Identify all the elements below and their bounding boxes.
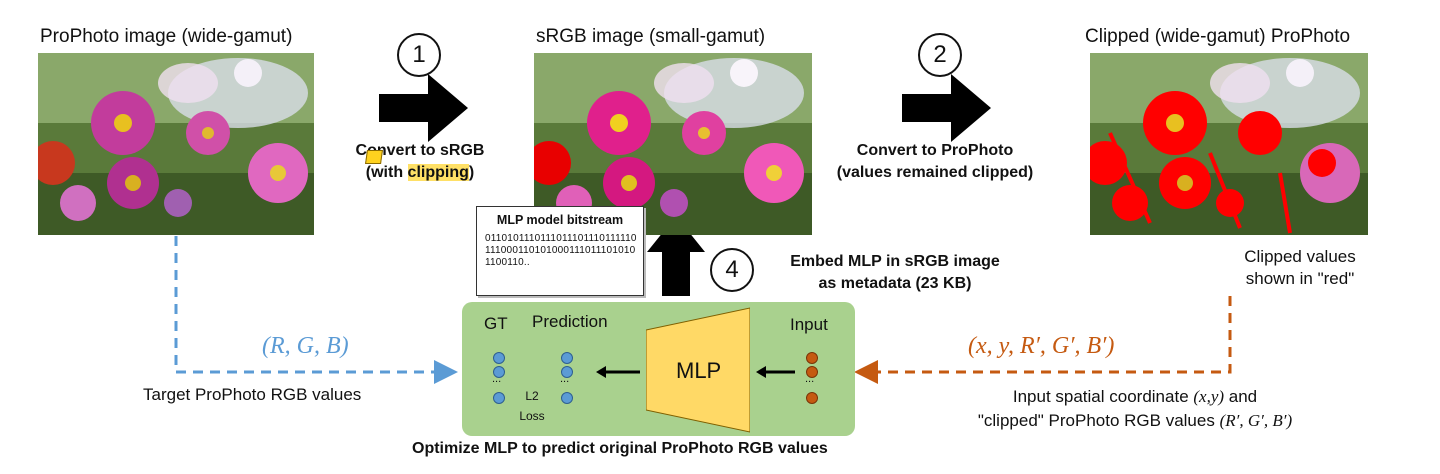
target-connector (174, 236, 458, 384)
input-label-line2: "clipped" ProPhoto RGB values (R′, G′, B… (977, 411, 1293, 430)
srgb-image (534, 53, 812, 235)
target-math: (R, G, B) (262, 333, 349, 359)
input-label: Input spatial coordinate (x,y) and "clip… (930, 385, 1340, 433)
prediction-label: Prediction (532, 312, 608, 331)
step2-line2: (values remained clipped) (836, 164, 1034, 181)
step2-circle: 2 (918, 33, 962, 77)
input-node-label: Input (790, 315, 828, 334)
prediction-node (561, 392, 573, 404)
mlp-label: MLP (676, 358, 722, 383)
gt-node (493, 392, 505, 404)
bitstream-card: MLP model bitstream 01101011101110111011… (476, 206, 644, 296)
gt-ellipsis: ... (492, 373, 502, 385)
prophoto-image (38, 53, 314, 235)
prediction-node (561, 352, 573, 364)
input-math: (x, y, R′, G′, B′) (968, 333, 1115, 359)
gt-node (493, 366, 505, 378)
prediction-node (561, 366, 573, 378)
clipped-image (1090, 53, 1368, 235)
step3-caption: Optimize MLP to predict original ProPhot… (412, 440, 828, 457)
input-label-line1: Input spatial coordinate (x,y) and (1012, 387, 1258, 406)
step1-label: Convert to sRGB (with clipping) (330, 140, 510, 184)
arrow-step2 (902, 74, 991, 142)
step2-line1: Convert to ProPhoto (856, 142, 1014, 159)
input-ellipsis: ... (805, 373, 815, 385)
clipping-highlight: clipping (407, 164, 469, 181)
step4-circle: 4 (710, 248, 754, 292)
step4-line2: as metadata (23 KB) (818, 275, 972, 292)
clipped-note: Clipped values shown in "red" (1230, 246, 1370, 290)
bitstream-title: MLP model bitstream (496, 213, 624, 227)
bitstream-bits: 0110101110111011101110111110 11100011010… (485, 233, 637, 268)
arrow-step1 (379, 74, 468, 142)
step4-line1: Embed MLP in sRGB image (790, 253, 1000, 270)
input-connector (854, 296, 1232, 384)
gt-node (493, 352, 505, 364)
step4-label: Embed MLP in sRGB image as metadata (23 … (760, 251, 1030, 295)
input-node (806, 366, 818, 378)
input-node (806, 392, 818, 404)
input-node (806, 352, 818, 364)
clipped-note-line1: Clipped values (1244, 247, 1356, 266)
l2-loss-label: L2 Loss (519, 389, 545, 423)
step1-circle: 1 (397, 33, 441, 77)
step1-line1: Convert to sRGB (355, 142, 485, 159)
step1-line2: (with clipping) (365, 164, 475, 181)
prediction-ellipsis: ... (560, 373, 570, 385)
srgb-title: sRGB image (small-gamut) (536, 26, 766, 47)
gt-label: GT (484, 314, 508, 333)
mlp-block (646, 307, 750, 433)
clipped-title: Clipped (wide-gamut) ProPhoto (1085, 26, 1351, 47)
arrow-step4 (647, 216, 705, 296)
clipped-note-line2: shown in "red" (1245, 269, 1355, 288)
prophoto-title: ProPhoto image (wide-gamut) (40, 26, 293, 47)
target-label: Target ProPhoto RGB values (143, 385, 362, 404)
step2-label: Convert to ProPhoto (values remained cli… (810, 140, 1060, 184)
